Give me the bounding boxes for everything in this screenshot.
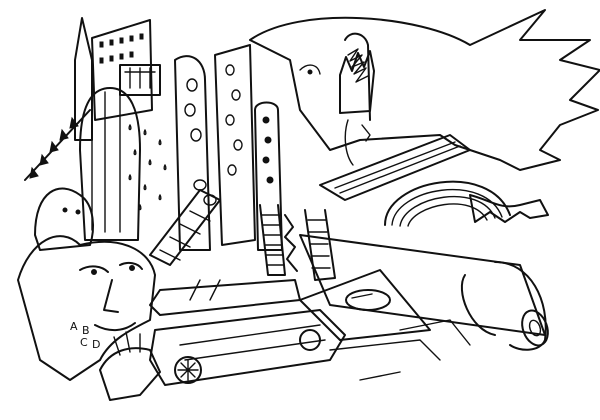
striped-legs [259,204,336,281]
letter-b: B [82,324,90,337]
triangle-bunting [24,109,91,181]
telescope-tube [299,234,549,351]
hand [99,331,161,401]
open-book [319,134,471,201]
left-eye [79,265,109,273]
wheel-right [299,329,321,351]
nose [103,279,119,313]
dotted-cylinder [254,101,283,251]
ghost-figure [34,187,94,251]
ground-lines [329,319,471,381]
rain-drops [128,124,167,211]
towers [74,17,161,141]
large-face [17,235,156,381]
letter-c: C [80,336,88,349]
creature-head-outline [249,9,600,171]
creature-claw [469,194,549,223]
right-eye [119,261,143,270]
mouth [94,322,136,331]
handwritten-letters: A B C D [70,320,100,351]
figure-with-crown [339,50,375,166]
staircase [149,189,221,266]
creature-eye [299,64,321,75]
spotted-columns [174,44,256,251]
creature-teeth-column [344,32,371,121]
machine-vehicle [149,279,346,386]
dome-building [79,87,141,241]
letter-a: A [70,320,78,333]
wheel-left [174,356,202,384]
tower-window-box [119,64,161,96]
letter-d: D [92,338,100,351]
paper-with-disc [299,269,431,341]
rainbow-arches [384,180,511,227]
